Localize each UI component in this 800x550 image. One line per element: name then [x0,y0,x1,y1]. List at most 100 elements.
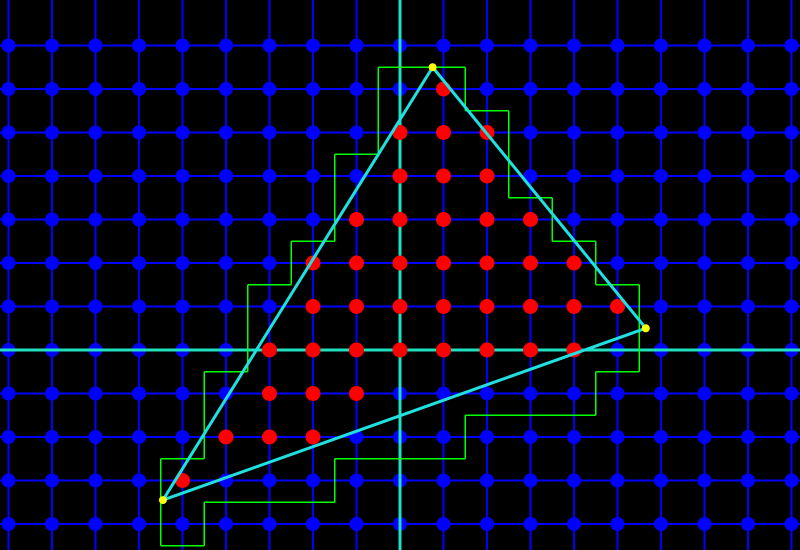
grid-node [88,82,103,96]
covered-sample-point [349,299,364,314]
covered-sample-point [392,342,408,358]
grid-node [654,38,668,53]
grid-node [262,38,277,53]
grid-node [1,386,16,401]
grid-node [567,386,581,401]
grid-node [741,430,755,444]
grid-node [567,430,581,444]
covered-sample-point [479,255,495,271]
covered-sample-point [436,212,451,227]
covered-sample-point [349,342,364,358]
grid-node [567,473,581,488]
grid-node [349,169,364,183]
covered-sample-point [436,125,451,140]
grid-node [219,169,233,183]
grid-node [741,82,755,96]
grid-node [132,125,146,140]
grid-node [654,256,668,270]
grid-node [784,386,799,401]
grid-node [610,82,625,96]
grid-node [784,299,799,314]
grid-node [175,38,190,53]
grid-node [175,212,190,227]
grid-node [610,169,625,183]
covered-sample-point [262,342,277,358]
grid-node [45,473,59,488]
triangle-vertex-bottom-left [158,496,167,505]
grid-node [262,212,277,227]
grid-node [741,517,755,531]
grid-node [306,125,320,140]
grid-node [219,38,233,53]
triangle-vertex-top [428,63,437,72]
grid-node [784,517,799,531]
grid-node [697,256,712,270]
grid-node [45,82,59,96]
grid-node [523,386,538,401]
grid-node [45,212,59,227]
covered-sample-point [479,212,495,227]
covered-sample-point [218,429,234,445]
grid-node [1,38,16,53]
grid-node [45,169,59,183]
grid-node [45,299,59,314]
covered-sample-point [262,429,277,445]
grid-node [784,256,799,270]
grid-node [654,386,668,401]
grid-node [262,169,277,183]
grid-node [784,473,799,488]
grid-node [523,473,538,488]
grid-node [88,517,103,531]
covered-sample-point [523,255,538,271]
grid-node [523,517,538,531]
covered-sample-point [479,299,495,314]
grid-node [132,212,146,227]
grid-node [1,256,16,270]
grid-node [523,430,538,444]
covered-sample-point [479,342,495,358]
grid-node [784,38,799,53]
grid-node [1,82,16,96]
grid-node [132,256,146,270]
grid-node [306,517,320,531]
grid-node [654,517,668,531]
covered-sample-point [610,299,625,314]
conservative-raster-outline [160,66,640,547]
covered-sample-point [392,125,408,140]
grid-node [349,82,364,96]
triangle-edges [161,65,648,502]
grid-node [88,386,103,401]
grid-node [436,517,451,531]
grid-node [654,299,668,314]
grid-node [262,473,277,488]
grid-node [1,299,16,314]
covered-sample-point [436,299,451,314]
grid-node [741,386,755,401]
grid-node [132,82,146,96]
grid-sample-points [1,38,799,531]
grid-node [567,517,581,531]
grid-node [523,125,538,140]
grid-node [523,169,538,183]
covered-sample-point [436,255,451,271]
covered-sample-point [479,168,495,184]
grid-node [175,299,190,314]
grid-node [45,125,59,140]
covered-sample-point [349,255,364,271]
grid-node [610,212,625,227]
grid-node [306,169,320,183]
grid-node [654,212,668,227]
grid-node [219,299,233,314]
grid-node [45,256,59,270]
grid-node [697,82,712,96]
grid-node [306,38,320,53]
grid-node [88,299,103,314]
covered-sample-point [392,168,408,184]
grid-node [436,430,451,444]
grid-node [306,82,320,96]
grid-node [88,169,103,183]
grid-node [654,125,668,140]
grid-node [175,256,190,270]
covered-sample-point [436,168,451,184]
